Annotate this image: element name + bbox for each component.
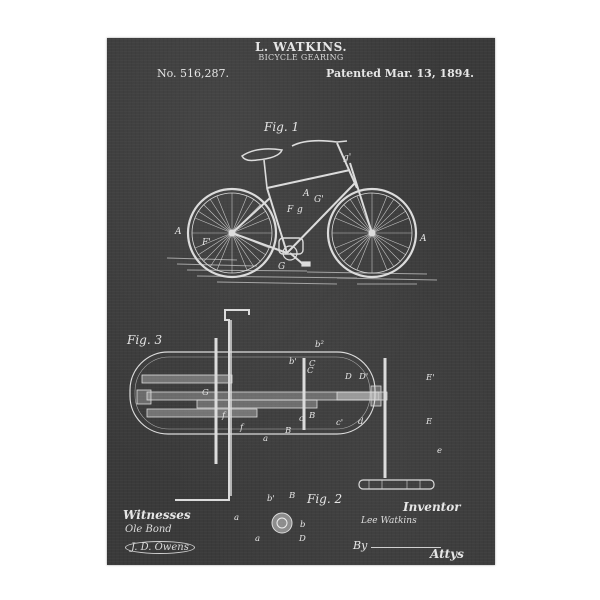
svg-text:d: d — [358, 417, 364, 427]
witness-2-signature: J. D. Owens — [125, 541, 195, 554]
attorney-signature-line — [371, 547, 441, 548]
svg-text:G: G — [202, 388, 209, 398]
bicycle-drawing: g' A G' F g A F' G A — [129, 139, 442, 544]
svg-text:a: a — [234, 513, 239, 523]
svg-text:c: c — [299, 414, 304, 424]
svg-text:g: g — [297, 205, 303, 215]
patent-poster: L. WATKINS. BICYCLE GEARING No. 516,287.… — [107, 38, 495, 565]
svg-text:F': F' — [201, 238, 211, 248]
svg-text:a: a — [255, 534, 260, 544]
inventor-signature: Lee Watkins — [361, 516, 417, 526]
by-label: By — [353, 539, 368, 552]
patent-title: BICYCLE GEARING — [258, 53, 344, 62]
svg-text:A: A — [302, 189, 310, 199]
svg-text:A: A — [174, 227, 182, 237]
witness-1-signature: Ole Bond — [125, 524, 172, 535]
svg-text:b: b — [300, 520, 305, 530]
attorneys-label: Attys — [430, 547, 464, 561]
patent-number: No. 516,287. — [157, 67, 230, 80]
svg-text:A: A — [419, 234, 427, 244]
svg-text:f: f — [239, 423, 245, 433]
patent-date: Patented Mar. 13, 1894. — [326, 67, 474, 80]
svg-text:c': c' — [336, 418, 343, 428]
svg-text:B: B — [308, 411, 315, 421]
fig2-label: Fig. 2 — [307, 492, 343, 506]
svg-text:F: F — [286, 205, 294, 215]
svg-text:e: e — [437, 446, 442, 456]
inventor-header: L. WATKINS. — [254, 40, 347, 54]
svg-text:b²: b² — [315, 340, 324, 350]
svg-text:g': g' — [343, 153, 351, 163]
fig3-label: Fig. 3 — [127, 333, 163, 347]
svg-text:C: C — [309, 359, 316, 369]
svg-text:B: B — [288, 491, 295, 501]
fig1-label: Fig. 1 — [264, 120, 300, 134]
svg-text:C: C — [307, 366, 314, 376]
inventor-label: Inventor — [403, 500, 461, 514]
witnesses-label: Witnesses — [123, 508, 191, 522]
svg-text:E: E — [425, 417, 433, 427]
svg-text:f: f — [221, 411, 227, 421]
svg-text:b': b' — [267, 494, 275, 504]
svg-text:G: G — [278, 262, 285, 272]
svg-text:a: a — [263, 434, 268, 444]
svg-text:D: D — [344, 372, 352, 382]
svg-text:b': b' — [289, 357, 297, 367]
svg-text:G': G' — [314, 195, 324, 205]
svg-text:D: D — [298, 534, 306, 544]
svg-text:D': D' — [358, 372, 368, 382]
svg-text:E': E' — [425, 373, 435, 383]
svg-text:B: B — [284, 426, 291, 436]
